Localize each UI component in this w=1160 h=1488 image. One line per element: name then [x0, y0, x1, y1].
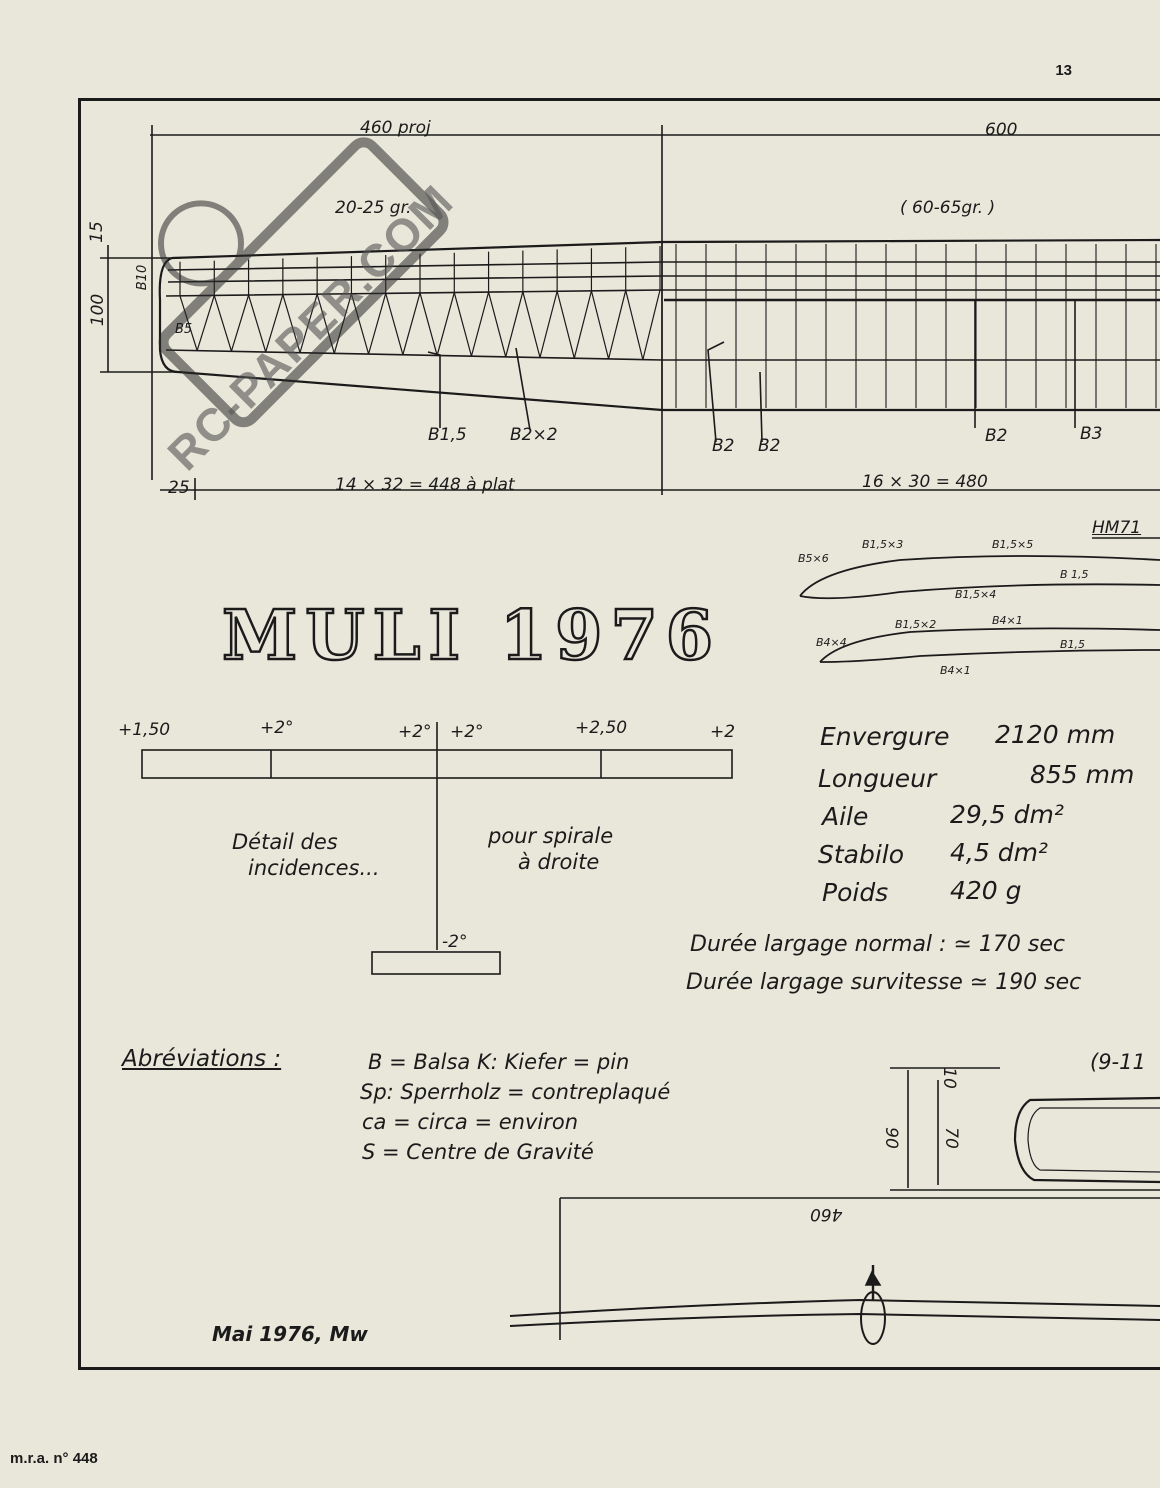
spar-label-b10: B10 — [135, 264, 151, 291]
page-number: 13 — [1055, 62, 1072, 79]
weight-outer-panel: ( 60-65gr. ) — [900, 198, 996, 218]
front-view — [509, 1265, 1160, 1345]
abbreviation-line: S = Centre de Gravité — [362, 1140, 594, 1164]
dim-root-span: 460 proj — [360, 118, 431, 138]
spar-label-b3: B3 — [1080, 424, 1103, 444]
rib-spacing-outer: 16 × 30 = 480 — [862, 472, 988, 492]
rib-spacing-inner: 14 × 32 = 448 à plat — [335, 475, 515, 495]
airfoil-lower-label: B4×1 — [992, 614, 1023, 627]
spec-label: Longueur — [818, 764, 937, 793]
spiral-note: à droite — [518, 850, 600, 874]
plan-title: MULI 1976 — [221, 595, 722, 678]
spar-label-b5: B5 — [175, 322, 193, 337]
stab-dim: 10 — [938, 1067, 959, 1089]
weight-inner-panel: 20-25 gr. — [335, 198, 412, 218]
incidence-value: +2° — [398, 722, 432, 742]
spec-value: 855 mm — [1030, 760, 1135, 789]
drawing-frame — [78, 98, 1160, 1370]
airfoil-upper-label: B1,5×5 — [992, 538, 1034, 551]
spec-label: Envergure — [820, 722, 950, 751]
incidence-value: +2° — [260, 718, 294, 738]
duration-survitesse: Durée largage survitesse ≃ 190 sec — [686, 970, 1082, 995]
spar-label-b2-a: B2 — [712, 436, 735, 456]
dim-100: 100 — [88, 293, 109, 327]
abbreviation-line: ca = circa = environ — [362, 1110, 579, 1134]
stab-weight: (9-11 — [1090, 1050, 1146, 1074]
airfoil-upper-label: B1,5×4 — [955, 588, 997, 601]
incidence-value: +2,50 — [575, 718, 628, 738]
abbreviations-heading: Abréviations : — [122, 1046, 282, 1072]
spec-value: 2120 mm — [995, 720, 1116, 749]
incidence-value: -2° — [442, 932, 468, 952]
incidence-value: +2° — [450, 722, 484, 742]
spiral-note: pour spirale — [488, 824, 614, 848]
spec-value: 4,5 dm² — [950, 838, 1048, 867]
abbreviation-line: B = Balsa K: Kiefer = pin — [368, 1050, 630, 1074]
airfoil-lower-label: B4×1 — [940, 664, 971, 677]
airfoil-upper-label: B 1,5 — [1060, 568, 1089, 581]
airfoil-name: HM71 — [1092, 518, 1142, 538]
stab-dim: 70 — [940, 1127, 961, 1149]
airfoil-lower-label: B1,5×2 — [895, 618, 937, 631]
airfoil-lower-label: B1,5 — [1060, 638, 1086, 651]
incidence-caption: Détail des — [232, 830, 338, 854]
spar-label-b2x2: B2×2 — [510, 425, 558, 445]
signature: Mai 1976, Mw — [212, 1322, 368, 1346]
airfoil-upper-label: B5×6 — [798, 552, 829, 565]
spec-label: Stabilo — [818, 840, 905, 869]
duration-normal: Durée largage normal : ≃ 170 sec — [690, 932, 1065, 957]
wing-plan-view — [100, 125, 1160, 500]
incidence-value: +2 — [710, 722, 736, 742]
issue-footer: m.r.a. n° 448 — [10, 1450, 98, 1467]
spec-label: Aile — [822, 802, 869, 831]
abbreviation-line: Sp: Sperrholz = contreplaqué — [360, 1080, 671, 1104]
incidence-caption: incidences... — [248, 856, 380, 880]
spar-label-b2-b: B2 — [758, 436, 781, 456]
spec-value: 29,5 dm² — [950, 800, 1064, 829]
spar-label-b15: B1,5 — [428, 425, 467, 445]
stab-plan-view — [559, 1067, 1160, 1340]
airfoil-sections — [799, 537, 1160, 663]
stab-dim: 90 — [880, 1127, 901, 1149]
spec-value: 420 g — [950, 876, 1022, 905]
spec-label: Poids — [822, 878, 889, 907]
airfoil-lower-label: B4×4 — [816, 636, 847, 649]
stab-dim: 460 — [810, 1204, 843, 1224]
incidence-value: +1,50 — [118, 720, 171, 740]
spar-label-b2-c: B2 — [985, 426, 1008, 446]
dim-15: 15 — [86, 221, 107, 243]
incidence-diagram — [141, 722, 733, 975]
dim-outer-span: 600 — [985, 120, 1018, 140]
airfoil-upper-label: B1,5×3 — [862, 538, 904, 551]
dim-25: 25 — [168, 478, 190, 498]
watermark-stamp — [158, 137, 449, 428]
